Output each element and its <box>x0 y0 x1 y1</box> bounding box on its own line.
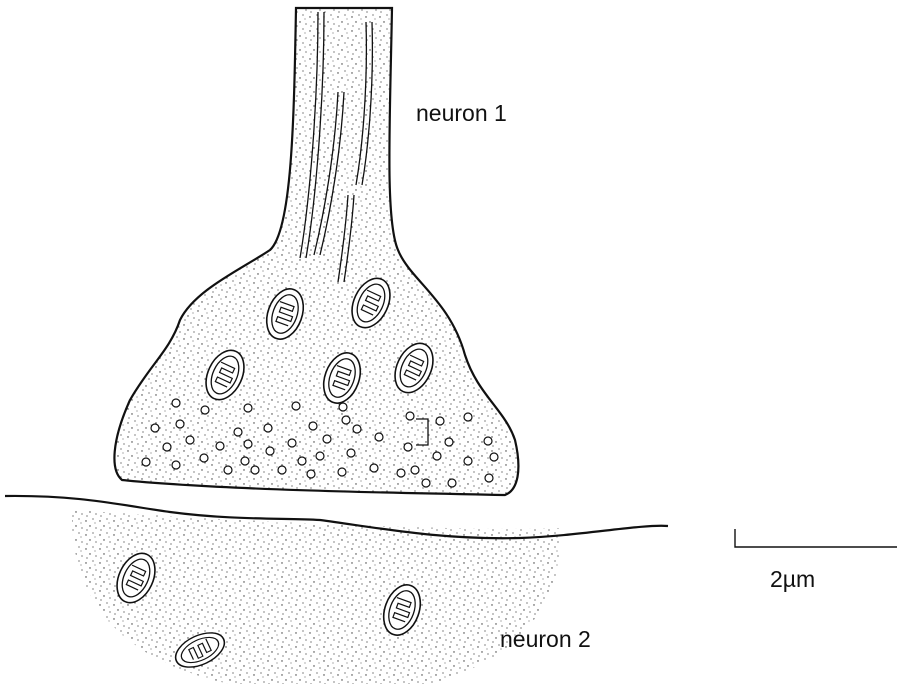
neuron1-label: neuron 1 <box>416 100 507 127</box>
neuron2-body <box>72 510 560 684</box>
scale-bar <box>735 529 897 547</box>
scale-label: 2µm <box>770 566 815 593</box>
neuron2-label: neuron 2 <box>500 626 591 653</box>
